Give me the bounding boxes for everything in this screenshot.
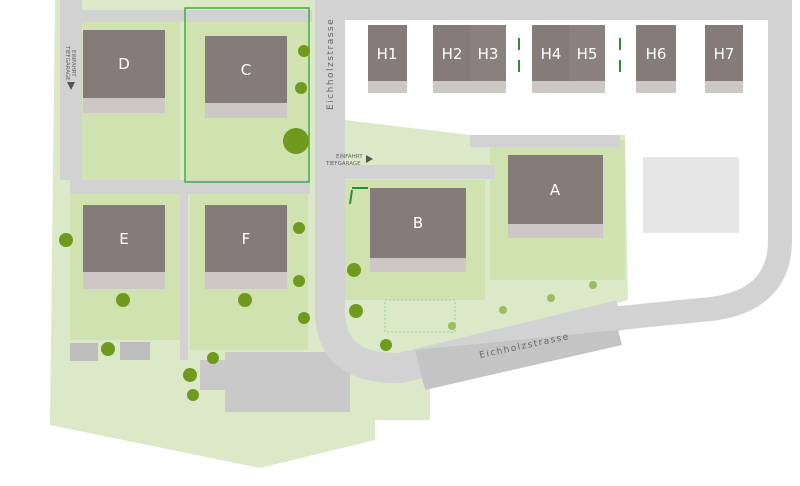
footpath bbox=[82, 10, 312, 22]
selected-plot-outline[interactable] bbox=[184, 7, 310, 183]
tree-icon bbox=[347, 263, 361, 277]
trees bbox=[59, 45, 597, 401]
footpath bbox=[180, 190, 188, 360]
tree-icon bbox=[293, 222, 305, 234]
street-label-vertical: Eichholzstrasse bbox=[326, 18, 336, 110]
building-label: A bbox=[550, 181, 561, 199]
building-d[interactable]: D bbox=[83, 30, 165, 113]
svg-text:TIEFGARAGE: TIEFGARAGE bbox=[325, 161, 361, 167]
house-label: H2 bbox=[442, 45, 463, 63]
house-h6[interactable]: H6 bbox=[636, 25, 676, 93]
tree-icon bbox=[293, 275, 305, 287]
garage-entrance-2: EINFAHRT TIEFGARAGE bbox=[325, 154, 363, 167]
building-e[interactable]: E bbox=[83, 205, 165, 289]
house-label: H7 bbox=[714, 45, 735, 63]
building-label: D bbox=[118, 55, 130, 73]
svg-text:EINFAHRT: EINFAHRT bbox=[70, 50, 76, 77]
tree-icon bbox=[183, 368, 197, 382]
tree-icon bbox=[295, 82, 307, 94]
building-label: F bbox=[242, 230, 251, 248]
house-h5[interactable]: H5 bbox=[569, 25, 605, 93]
arrow-down-icon bbox=[67, 82, 75, 90]
tree-icon bbox=[298, 312, 310, 324]
road-upper bbox=[340, 0, 792, 332]
parking-lot bbox=[225, 352, 350, 412]
footpath bbox=[470, 135, 620, 147]
footpath bbox=[345, 165, 495, 179]
tree-icon bbox=[101, 342, 115, 356]
building-label: B bbox=[413, 214, 423, 232]
shed bbox=[70, 343, 98, 361]
hedge-markers bbox=[349, 38, 621, 205]
tree-icon bbox=[59, 233, 73, 247]
gray-area bbox=[643, 157, 739, 233]
tree-icon bbox=[116, 293, 130, 307]
footpath bbox=[70, 180, 310, 194]
house-h4[interactable]: H4 bbox=[532, 25, 569, 93]
parking-row bbox=[415, 330, 622, 390]
building-a[interactable]: A bbox=[508, 155, 603, 238]
svg-text:EINFAHRT: EINFAHRT bbox=[336, 154, 363, 160]
arrow-right-icon bbox=[366, 155, 373, 163]
tree-icon bbox=[207, 352, 219, 364]
house-label: H5 bbox=[577, 45, 598, 63]
tree-icon bbox=[238, 293, 252, 307]
building-label: E bbox=[119, 230, 128, 248]
house-label: H3 bbox=[478, 45, 499, 63]
house-h1[interactable]: H1 bbox=[368, 25, 407, 93]
shed bbox=[120, 342, 150, 360]
garage-entrance-1: EINFAHRT TIEFGARAGE bbox=[64, 45, 76, 81]
building-f[interactable]: F bbox=[205, 205, 287, 289]
house-label: H6 bbox=[646, 45, 667, 63]
tree-icon bbox=[298, 45, 310, 57]
tree-icon bbox=[283, 128, 309, 154]
tree-icon bbox=[187, 389, 199, 401]
house-label: H4 bbox=[541, 45, 562, 63]
tree-icon bbox=[349, 304, 363, 318]
building-c[interactable]: C bbox=[205, 36, 287, 118]
building-label: C bbox=[241, 61, 251, 79]
road-eichholzstrasse bbox=[315, 0, 624, 384]
building-b[interactable]: B bbox=[370, 188, 466, 272]
house-h7[interactable]: H7 bbox=[705, 25, 743, 93]
tree-icon bbox=[380, 339, 392, 351]
playground-area bbox=[384, 299, 456, 333]
parking-lot bbox=[200, 360, 225, 390]
house-h2[interactable]: H2 bbox=[433, 25, 470, 93]
house-label: H1 bbox=[377, 45, 398, 63]
house-h3[interactable]: H3 bbox=[470, 25, 506, 93]
svg-text:TIEFGARAGE: TIEFGARAGE bbox=[64, 45, 70, 81]
